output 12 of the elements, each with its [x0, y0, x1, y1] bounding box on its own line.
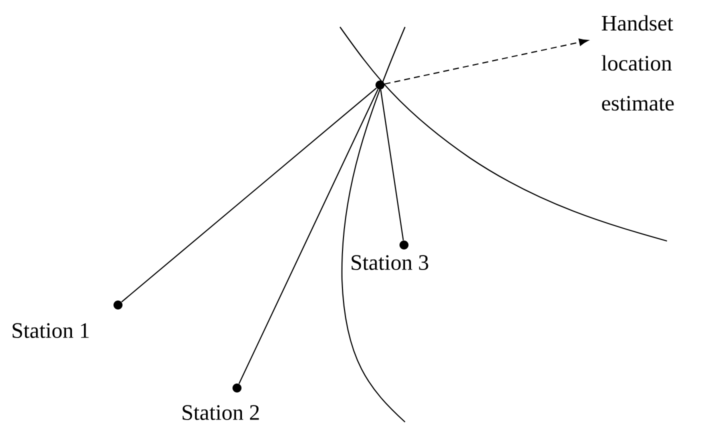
connecting-line	[238, 89, 378, 384]
station-dot	[232, 383, 242, 392]
station-dot	[114, 300, 122, 310]
connecting-line	[121, 88, 377, 302]
station-label: Station 3	[352, 255, 428, 270]
connecting-line	[380, 90, 404, 240]
station-label: Station 2	[182, 405, 259, 420]
location-label: Handset location estimate	[602, 15, 674, 111]
station-label: Station 1	[12, 323, 89, 338]
intersection-dot	[376, 80, 384, 90]
dashed-arrow	[384, 38, 588, 85]
station-dot	[400, 240, 408, 250]
